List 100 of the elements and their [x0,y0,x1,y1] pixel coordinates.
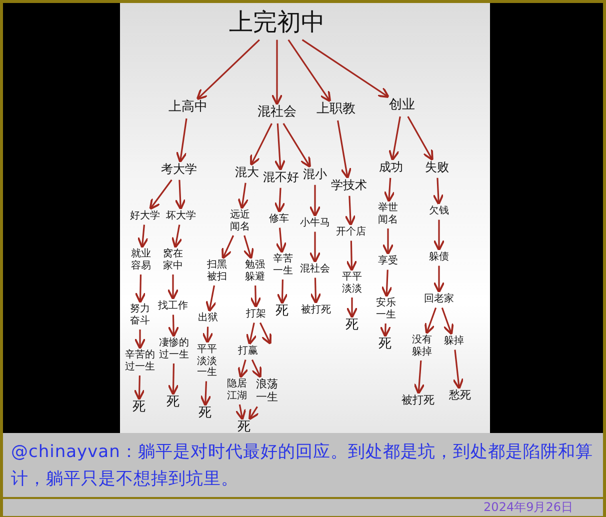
step-text: 辛苦一生 [273,254,293,276]
step-text: 坏大学 [166,210,196,222]
step-text: 辛苦的过一生 [125,350,155,372]
step-text: 学技术 [331,179,367,193]
step-text: 躲掉 [444,335,464,347]
arrow [381,270,393,298]
step-text: 死 [238,420,250,436]
step-text: 凄惨的过一生 [159,338,189,360]
step-text: 死 [276,304,288,320]
step-text: 小牛马 [300,217,330,229]
arrow [134,330,146,350]
step-text: 死 [198,406,212,422]
arrow [205,285,217,312]
step-text: 混小 [303,168,327,182]
step-text: 死 [166,396,180,410]
arrow [134,375,146,400]
arrow [407,116,434,161]
arrow [413,360,425,395]
arrow [250,285,262,308]
step-text: 出狱 [198,312,218,324]
arrow [346,240,358,272]
step-text: 平平淡淡一生 [197,344,217,378]
arrow [384,178,396,202]
arrow [433,220,445,252]
arrow [134,274,146,304]
arrow [238,182,249,210]
step-text: 上职教 [316,102,356,118]
step-text: 打赢 [238,345,258,357]
arrow [388,116,401,161]
step-text: 举世闻名 [378,202,398,226]
arrow [251,359,262,378]
arrow [235,404,246,420]
step-text: 上完初中 [229,9,325,37]
step-text: 隐居江湖 [227,378,247,402]
arrow [238,360,249,378]
arrow [260,322,272,345]
step-text: 回老家 [424,293,454,305]
step-text: 躲债 [429,251,449,263]
arrow [248,406,260,420]
arrow [441,307,454,336]
step-text: 安乐一生 [376,298,396,320]
arrow [246,322,258,346]
arrow [271,40,283,106]
step-text: 失败 [425,161,449,175]
step-text: 死 [378,338,392,352]
arrow [276,279,288,304]
arrow [310,278,322,304]
step-text: 窝在家中 [163,248,183,272]
step-text: 被打死 [402,394,434,408]
arrow [149,179,172,210]
arrow [168,363,180,396]
step-text: 开个店 [336,226,366,238]
step-text: 欠钱 [429,205,449,217]
arrow [196,39,260,100]
step-text: 打架 [246,308,266,320]
step-text: 混大 [235,166,259,180]
arrow [452,350,464,390]
step-text: 努力奋斗 [130,304,150,326]
step-text: 创业 [389,98,415,114]
arrow [137,224,149,248]
arrow [282,123,311,168]
step-text: 远近闻名 [230,210,250,232]
arrow [275,228,287,254]
step-text: 上高中 [168,100,208,116]
arrow [344,196,356,226]
arrow [202,326,214,344]
step-text: 找工作 [158,300,188,312]
step-text: 愁死 [449,390,471,402]
step-text: 混不好 [263,171,299,185]
step-text: 好大学 [130,210,160,222]
date-label: 2024年9月26日 [484,499,573,516]
arrow [274,123,286,172]
step-text: 被打死 [301,304,331,316]
step-text: 死 [346,318,358,334]
arrow [432,178,444,206]
step-text: 浪荡一生 [256,378,278,404]
step-text: 混社会 [300,263,330,275]
arrow [176,118,188,163]
arrow [250,123,272,166]
step-text: 考大学 [161,163,197,177]
step-text: 就业容易 [131,248,151,272]
arrow [346,298,358,318]
arrow [337,120,352,179]
arrow [288,39,332,102]
arrow [424,307,437,334]
caption: @chinayvan：躺平是对时代最好的回应。到处都是坑，到处都是陷阱和算计，躺平只是不想掉到坑里。 [11,441,594,491]
arrow [174,180,186,210]
arrow [302,39,390,98]
arrow [242,235,254,260]
step-text: 没有躲掉 [412,334,432,358]
step-text: 享受 [378,255,398,267]
step-text: 修车 [269,213,289,225]
arrow [309,184,321,218]
arrow [167,274,179,300]
arrow [380,323,392,338]
arrow [171,224,183,248]
step-text: 混社会 [258,106,296,120]
step-text: 死 [132,400,146,416]
step-text: 平平淡淡 [342,272,362,294]
step-text: 勉强躲避 [245,260,265,282]
